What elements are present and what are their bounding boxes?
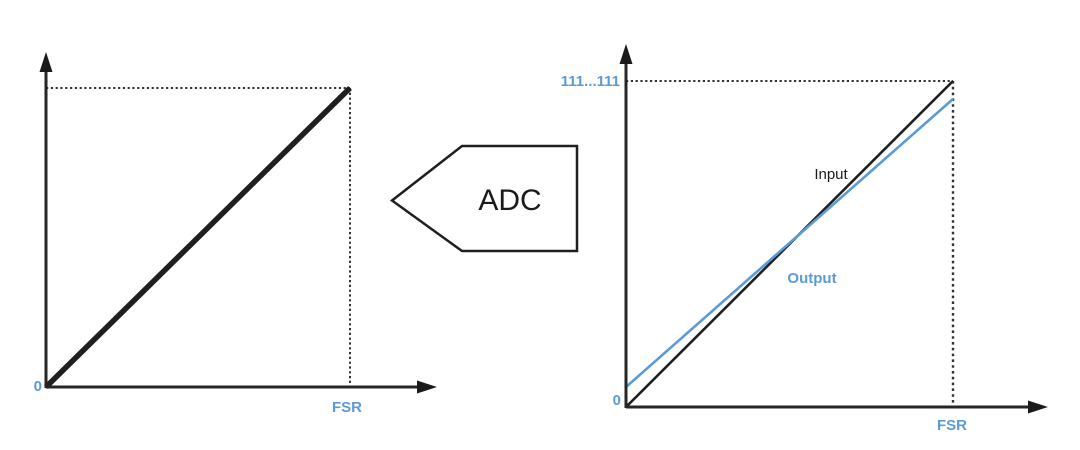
left-origin-label: 0 bbox=[34, 378, 42, 395]
left-graph: 0 FSR bbox=[34, 52, 437, 416]
right-output-line bbox=[625, 98, 954, 388]
adc-arrow-shape bbox=[389, 144, 579, 253]
right-x-axis-arrow-icon bbox=[1028, 400, 1048, 414]
input-line-label: Input bbox=[814, 166, 848, 183]
left-ramp-line bbox=[44, 86, 352, 389]
right-graph: 111...111 0 FSR Input Output bbox=[561, 44, 1048, 434]
adc-label: ADC bbox=[478, 184, 541, 217]
left-y-axis-arrow-icon bbox=[39, 52, 53, 72]
adc-block: ADC bbox=[389, 144, 579, 253]
left-x-axis-arrow-icon bbox=[417, 380, 437, 394]
left-fsr-label: FSR bbox=[332, 399, 362, 416]
output-line-label: Output bbox=[787, 270, 836, 287]
right-y-axis-arrow-icon bbox=[619, 44, 633, 64]
right-origin-label: 0 bbox=[613, 392, 621, 409]
right-fsr-label: FSR bbox=[937, 417, 967, 434]
right-ymax-label: 111...111 bbox=[561, 73, 620, 90]
